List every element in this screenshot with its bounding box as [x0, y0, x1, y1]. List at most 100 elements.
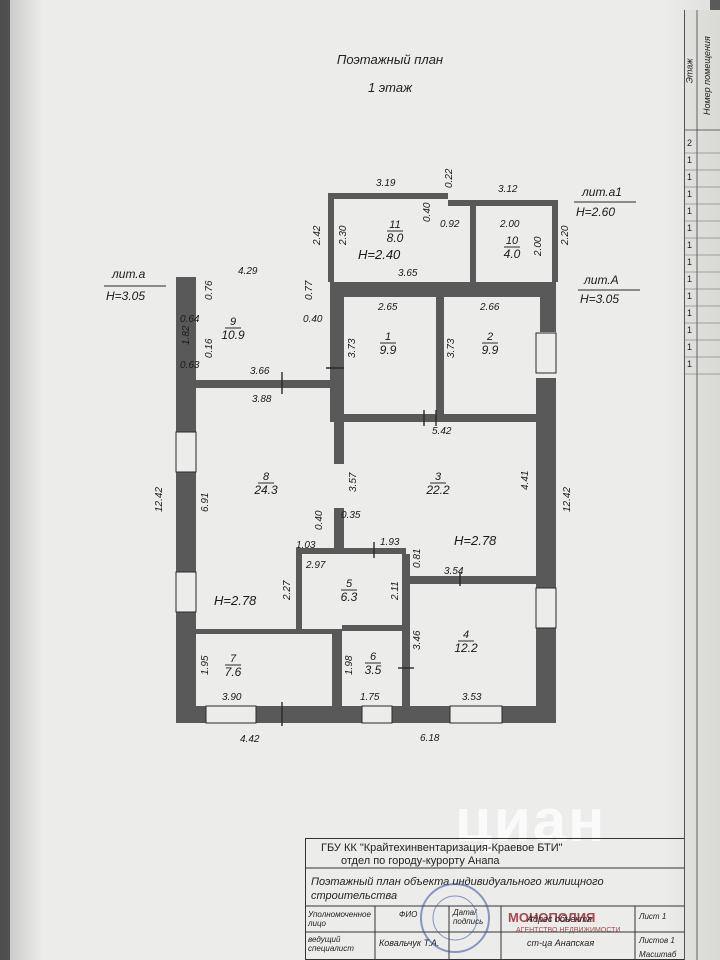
dimension-label: 0.77: [304, 280, 315, 300]
room-number: 3: [435, 471, 442, 483]
inner-walls: [196, 297, 536, 706]
stamp-col-address: Адрес объекта: [527, 914, 593, 924]
side-row-number: 1: [687, 189, 693, 199]
dimension-label: 0.64: [180, 314, 200, 325]
side-col-room: Номер помещения: [702, 36, 712, 115]
room-area: 22.2: [425, 483, 450, 497]
litera-A-name: лит.А: [583, 273, 619, 287]
side-row-number: 1: [687, 325, 693, 335]
dimension-label: 3.53: [462, 692, 482, 703]
dimension-label: 2.11: [390, 581, 401, 601]
stamp-sheets: Листов 1: [639, 936, 675, 945]
stamp-col-date: Дата/ подпись: [453, 908, 484, 926]
litera-a-name: лит.а: [111, 267, 146, 281]
dimension-label: 3.65: [398, 268, 418, 279]
dimension-label: 2.00: [499, 219, 520, 230]
outer-walls: [176, 193, 558, 723]
room-number: 11: [389, 219, 400, 231]
dimension-label: 4.29: [238, 266, 258, 277]
dimension-label: 3.90: [222, 692, 242, 703]
watermark-tagline: АГЕНТСТВО НЕДВИЖИМОСТИ: [516, 927, 621, 934]
dimension-label: 2.97: [305, 560, 326, 571]
dimension-label: 0.22: [444, 168, 455, 188]
room-number: 8: [263, 471, 270, 483]
dimension-label: 0.40: [422, 202, 433, 222]
side-row-number: 1: [687, 240, 693, 250]
dimension-label: 0.92: [440, 219, 460, 230]
room-number: 5: [346, 578, 353, 590]
dimension-label: 2.66: [479, 302, 500, 313]
dimension-label: 12.42: [154, 487, 165, 512]
stamp-fio: Ковальчук Т.А.: [379, 938, 440, 948]
stamp-org: ГБУ КК "Крайтехинвентаризация-Краевое БТ…: [321, 842, 563, 854]
stamp-col-fio: ФИО: [399, 910, 418, 919]
dimension-label: 3.54: [444, 566, 464, 577]
dimension-label: 12.42: [562, 487, 573, 512]
dimension-label: 2.27: [282, 580, 293, 601]
side-row-number: 1: [687, 155, 693, 165]
room-area: 8.0: [387, 231, 404, 245]
side-row-number: 1: [687, 342, 693, 352]
side-col-floor: Этаж: [684, 58, 695, 84]
dimension-label: 1.75: [360, 692, 380, 703]
round-seal-stamp: [420, 883, 490, 953]
room-number: 9: [230, 316, 236, 328]
litera-a-height: H=3.05: [106, 289, 145, 303]
room-area: 3.5: [365, 663, 382, 677]
dimension-label: 6.91: [200, 493, 211, 512]
dimension-label: 3.19: [376, 178, 396, 189]
dimension-label: 3.73: [347, 338, 358, 358]
windows: [175, 332, 557, 724]
room-area: 7.6: [225, 665, 242, 679]
stamp-col-person: Уполномоченное лицо: [308, 910, 371, 928]
dimension-label: 1.93: [380, 537, 400, 548]
dimension-label: 2.30: [338, 225, 349, 246]
side-row-number: 1: [687, 257, 693, 267]
dimension-label: 2.20: [560, 225, 571, 246]
dimension-labels: 3.19 0.22 3.12 0.40 0.92 2.00 2.42 2.30 2.00 2.20…: [154, 168, 573, 745]
side-row-number: 1: [687, 172, 693, 182]
dimension-label: 3.57: [348, 472, 359, 492]
plan-title: Поэтажный план: [336, 52, 444, 67]
dimension-label: 5.42: [432, 426, 452, 437]
dimension-label: 3.88: [252, 394, 272, 405]
stamp-address: ст-ца Анапская: [527, 938, 595, 948]
document-sheet: [10, 0, 710, 960]
floor-label: 1 этаж: [367, 80, 413, 95]
dimension-label: 4.42: [240, 734, 260, 745]
dimension-label: 0.40: [314, 510, 325, 530]
litera-a1-height: H=2.60: [576, 205, 615, 219]
dimension-label: 1.03: [296, 540, 316, 551]
room-area: 24.3: [253, 483, 278, 497]
height-room-11: H=2.40: [358, 247, 401, 262]
room-number: 1: [385, 331, 391, 343]
dimension-label: 0.40: [303, 314, 323, 325]
stamp-scale: Масштаб: [639, 950, 677, 959]
litera-A-height: H=3.05: [580, 292, 619, 306]
title-block: ГБУ КК "Крайтехинвентаризация-Краевое БТ…: [305, 838, 685, 960]
dimension-label: 2.00: [533, 236, 544, 257]
room-number: 7: [230, 653, 237, 665]
litera-a1-name: лит.а1: [581, 185, 622, 199]
dimension-label: 3.12: [498, 184, 518, 195]
side-row-number: 1: [687, 291, 693, 301]
height-room-8: H=2.78: [214, 593, 257, 608]
dimension-label: 0.76: [204, 280, 215, 300]
dimension-label: 4.41: [520, 471, 531, 490]
dimension-label: 0.35: [341, 510, 361, 521]
side-row-number: 1: [687, 274, 693, 284]
room-number: 4: [463, 629, 469, 641]
dimension-label: 0.63: [180, 360, 200, 371]
dimension-label: 2.42: [312, 225, 323, 246]
side-row-number: 1: [687, 206, 693, 216]
room-area: 10.9: [221, 328, 245, 342]
height-room-3: H=2.78: [454, 533, 497, 548]
side-row-number: 1: [687, 308, 693, 318]
stamp-dept: отдел по городу-курорту Анапа: [341, 855, 500, 867]
dimension-label: 3.46: [412, 630, 423, 650]
side-row-number: 1: [687, 223, 693, 233]
side-row-number: 2: [687, 138, 693, 148]
stamp-col-sheet: Лист 1: [639, 912, 667, 921]
